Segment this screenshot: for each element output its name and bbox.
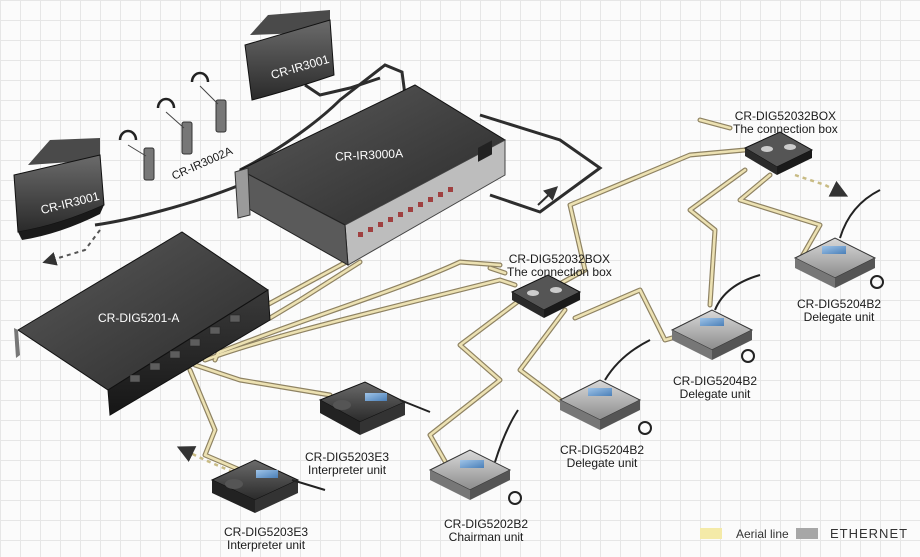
connection-box-right-desc: The connection box xyxy=(733,122,838,136)
dashed-arrow-right xyxy=(794,173,849,197)
delegate-unit-1-desc: Delegate unit xyxy=(566,456,638,470)
ethernet-cable-loop-right xyxy=(479,113,603,214)
delegate-unit-1 xyxy=(558,339,652,435)
delegate-unit-3-label: CR-DIG5204B2 Delegate unit xyxy=(797,298,881,324)
connection-box-right-label: CR-DIG52032BOX The connection box xyxy=(733,110,838,136)
receiver-3 xyxy=(190,71,227,133)
delegate-unit-1-model: CR-DIG5204B2 xyxy=(560,443,645,457)
chairman-unit-label: CR-DIG5202B2 Chairman unit xyxy=(444,518,528,544)
legend-ethernet-swatch xyxy=(796,528,818,539)
ir-radiator-left xyxy=(13,138,105,240)
ir-transmitter-device xyxy=(234,84,507,266)
receiver-1 xyxy=(118,129,155,181)
delegate-unit-2 xyxy=(670,274,761,363)
interpreter-unit-back-desc: Interpreter unit xyxy=(308,463,387,477)
delegate-unit-3-model: CR-DIG5204B2 xyxy=(797,297,882,311)
chairman-unit-model: CR-DIG5202B2 xyxy=(444,517,529,531)
dashed-arrow-bottom-left xyxy=(176,446,241,477)
interpreter-unit-back-model: CR-DIG5203E3 xyxy=(305,450,390,464)
ir-receivers xyxy=(118,71,227,181)
interpreter-unit-front-label: CR-DIG5203E3 Interpreter unit xyxy=(224,526,308,552)
ethernet-cable-to-top-radiator xyxy=(239,63,421,172)
transmitter-connectors xyxy=(358,187,453,237)
chairman-unit-desc: Chairman unit xyxy=(448,530,524,544)
ethernet-cables xyxy=(94,63,603,227)
interpreter-unit-front xyxy=(210,459,326,513)
receiver-2 xyxy=(156,97,193,155)
connection-box-center xyxy=(510,274,582,318)
dashed-arrow-left xyxy=(42,229,101,266)
connection-box-center-desc: The connection box xyxy=(507,265,612,279)
delegate-unit-2-label: CR-DIG5204B2 Delegate unit xyxy=(673,375,757,401)
signal-arrow-right xyxy=(537,186,559,206)
interpreter-unit-front-desc: Interpreter unit xyxy=(227,538,306,552)
main-unit-ports xyxy=(129,314,241,383)
connection-box-right xyxy=(743,131,814,175)
interpreter-unit-back-label: CR-DIG5203E3 Interpreter unit xyxy=(305,451,389,477)
ethernet-cable-left-radiator xyxy=(94,183,241,227)
delegate-unit-2-model: CR-DIG5204B2 xyxy=(673,374,758,388)
chairman-unit xyxy=(428,409,522,505)
connection-box-center-label: CR-DIG52032BOX The connection box xyxy=(507,253,612,279)
delegate-unit-3-desc: Delegate unit xyxy=(803,310,875,324)
legend-aerial-label: Aerial line xyxy=(736,527,789,541)
interpreter-unit-front-model: CR-DIG5203E3 xyxy=(224,525,309,539)
interpreter-unit-back xyxy=(318,381,431,435)
legend-ethernet-label: ETHERNET xyxy=(830,526,909,541)
delegate-unit-3 xyxy=(793,189,884,289)
legend-aerial-swatch xyxy=(700,528,722,539)
delegate-unit-1-label: CR-DIG5204B2 Delegate unit xyxy=(560,444,644,470)
main-unit-device xyxy=(14,231,271,416)
connection-box-center-model: CR-DIG52032BOX xyxy=(508,252,611,266)
ethernet-cable-top-radiator xyxy=(304,76,381,97)
ir-radiator-top xyxy=(244,10,335,101)
connection-box-right-model: CR-DIG52032BOX xyxy=(734,109,837,123)
delegate-unit-2-desc: Delegate unit xyxy=(679,387,751,401)
main-unit-title: CR-DIG5201-A xyxy=(98,311,180,325)
